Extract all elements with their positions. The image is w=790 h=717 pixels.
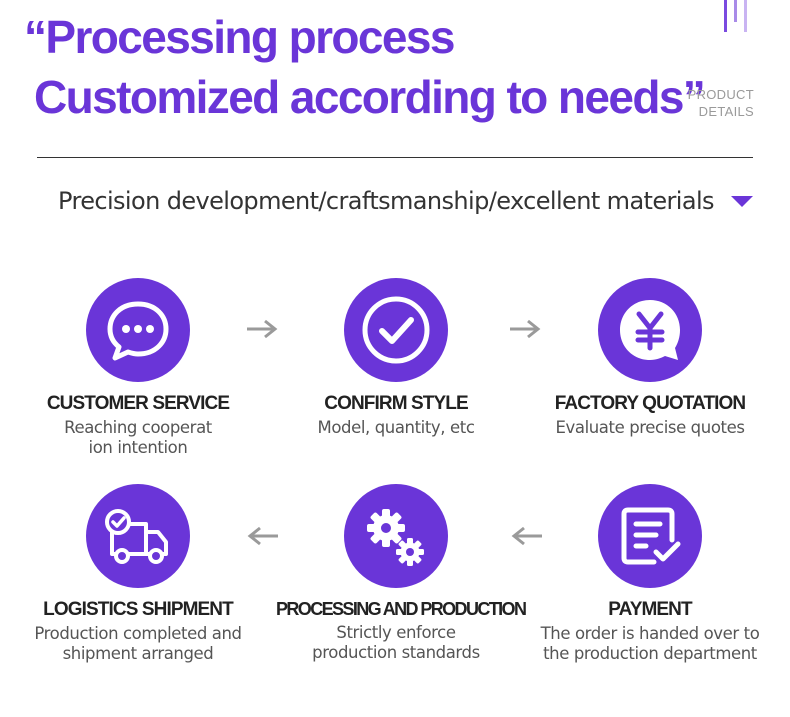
step-desc-line: the production department xyxy=(543,644,757,663)
arrow-left-icon xyxy=(246,525,280,547)
product-label-line-2: DETAILS xyxy=(698,104,754,119)
check-circle-icon xyxy=(344,278,448,382)
subtitle: Precision development/craftsmanship/exce… xyxy=(58,187,715,215)
step-description: Strictly enforce production standards xyxy=(276,623,516,663)
product-details-label: PRODUCT DETAILS xyxy=(688,86,754,120)
step-customer-service: CUSTOMER SERVICE Reaching cooperat ion i… xyxy=(18,278,258,458)
arrow-right-icon xyxy=(245,318,279,340)
step-description: Evaluate precise quotes xyxy=(530,418,770,438)
step-payment: PAYMENT The order is handed over to the … xyxy=(530,484,770,664)
step-description: Production completed and shipment arrang… xyxy=(18,624,258,664)
step-confirm-style: CONFIRM STYLE Model, quantity, etc xyxy=(276,278,516,438)
page-title-line-1: “Processing process xyxy=(24,11,455,63)
step-desc-line: The order is handed over to xyxy=(540,624,760,643)
step-logistics-shipment: LOGISTICS SHIPMENT Production completed … xyxy=(18,484,258,664)
triangle-down-icon[interactable] xyxy=(731,196,753,207)
chat-bubble-icon xyxy=(86,278,190,382)
step-description: Reaching cooperat ion intention xyxy=(18,418,258,458)
step-desc-line: Model, quantity, etc xyxy=(317,418,475,437)
divider xyxy=(37,157,753,158)
step-title: FACTORY QUOTATION xyxy=(554,393,746,414)
step-desc-line: Production completed and xyxy=(34,624,242,643)
step-description: The order is handed over to the producti… xyxy=(530,624,770,664)
delivery-truck-icon xyxy=(86,484,190,588)
step-title: PAYMENT xyxy=(608,599,692,620)
step-title: LOGISTICS SHIPMENT xyxy=(43,599,234,620)
step-desc-line: shipment arranged xyxy=(62,644,214,663)
step-desc-line: ion intention xyxy=(88,438,188,457)
step-desc-line: Evaluate precise quotes xyxy=(555,418,745,437)
arrow-right-icon xyxy=(508,318,542,340)
step-factory-quotation: FACTORY QUOTATION Evaluate precise quote… xyxy=(530,278,770,438)
gears-icon xyxy=(344,484,448,588)
step-description: Model, quantity, etc xyxy=(276,418,516,438)
step-desc-line: Strictly enforce xyxy=(336,623,456,642)
step-processing-production: PROCESSING AND PRODUCTION Strictly enfor… xyxy=(276,484,527,663)
yuan-bubble-icon xyxy=(598,278,702,382)
decorative-bars-icon xyxy=(724,0,754,32)
step-title: PROCESSING AND PRODUCTION xyxy=(276,599,527,619)
arrow-left-icon xyxy=(510,525,544,547)
step-title: CONFIRM STYLE xyxy=(324,393,468,414)
document-check-icon xyxy=(598,484,702,588)
step-desc-line: production standards xyxy=(312,643,480,662)
step-desc-line: Reaching cooperat xyxy=(64,418,212,437)
step-title: CUSTOMER SERVICE xyxy=(46,393,230,414)
product-label-line-1: PRODUCT xyxy=(687,87,754,102)
page-title-line-2: Customized according to needs” xyxy=(34,71,706,123)
